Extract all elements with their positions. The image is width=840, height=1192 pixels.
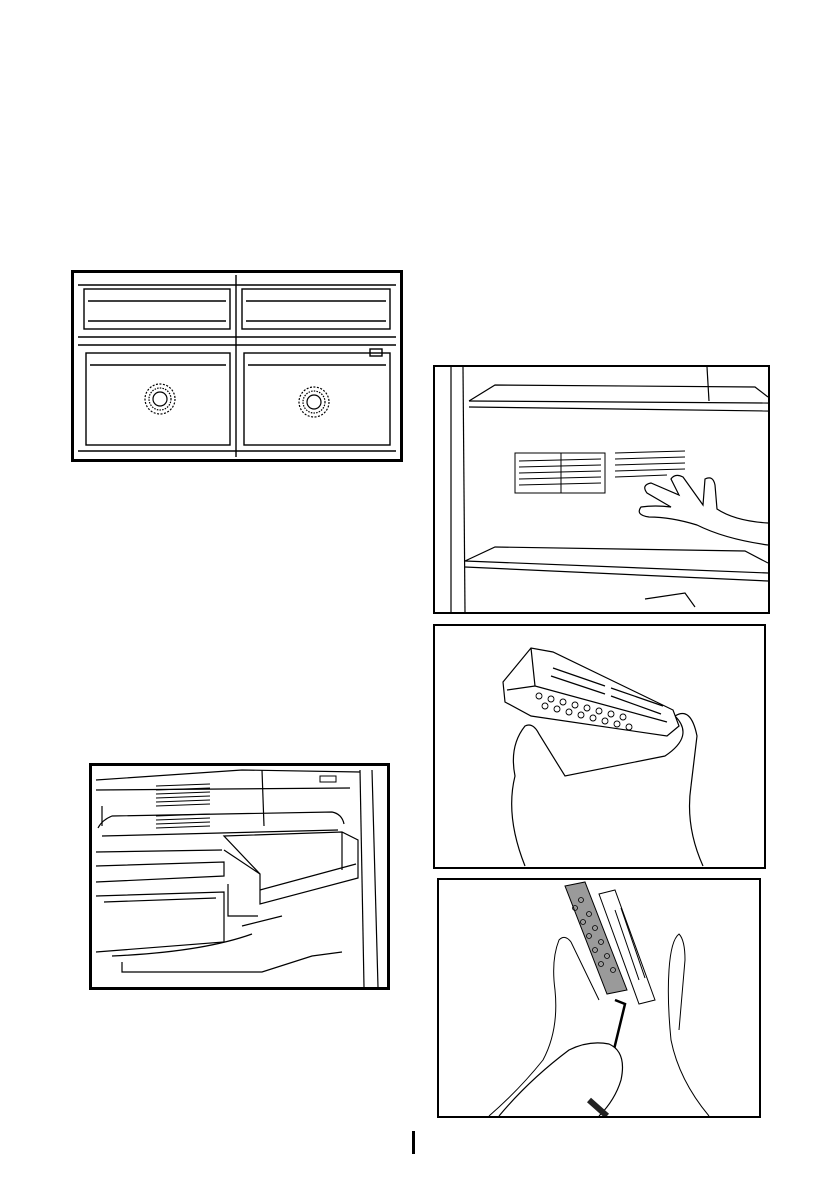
upper-right-drawer: [242, 289, 390, 329]
figure-filter-open-with-tool: [437, 878, 761, 1118]
right-palm-icon: [668, 934, 709, 1116]
vent-slots-icon: [615, 451, 685, 477]
filter-cartridge-icon: [503, 648, 679, 736]
filter-wall-illustration: [435, 367, 768, 612]
filter-housing-icon: [515, 453, 605, 493]
gripping-hand-icon: [499, 1043, 623, 1116]
filter-hand-illustration: [435, 626, 764, 867]
humidity-dial-left-icon: [145, 384, 175, 414]
vent-grille-upper-icon: [156, 784, 210, 806]
light-icon: [320, 776, 336, 782]
upper-left-drawer: [84, 289, 230, 329]
vent-grille-lower-icon: [156, 814, 210, 828]
figure-filter-on-wall: [433, 365, 770, 614]
figure-filter-in-hand: [433, 624, 766, 869]
filter-tool-illustration: [439, 880, 759, 1116]
page-number-marker: [412, 1131, 415, 1154]
fridge-interior-illustration: [92, 766, 387, 987]
figure-crisper-drawers: [71, 270, 403, 462]
palm-icon: [512, 714, 703, 867]
humidity-dial-right-icon: [299, 387, 329, 417]
drawers-illustration: [74, 273, 400, 459]
figure-fridge-interior: [89, 763, 390, 990]
hand-icon: [639, 475, 768, 545]
